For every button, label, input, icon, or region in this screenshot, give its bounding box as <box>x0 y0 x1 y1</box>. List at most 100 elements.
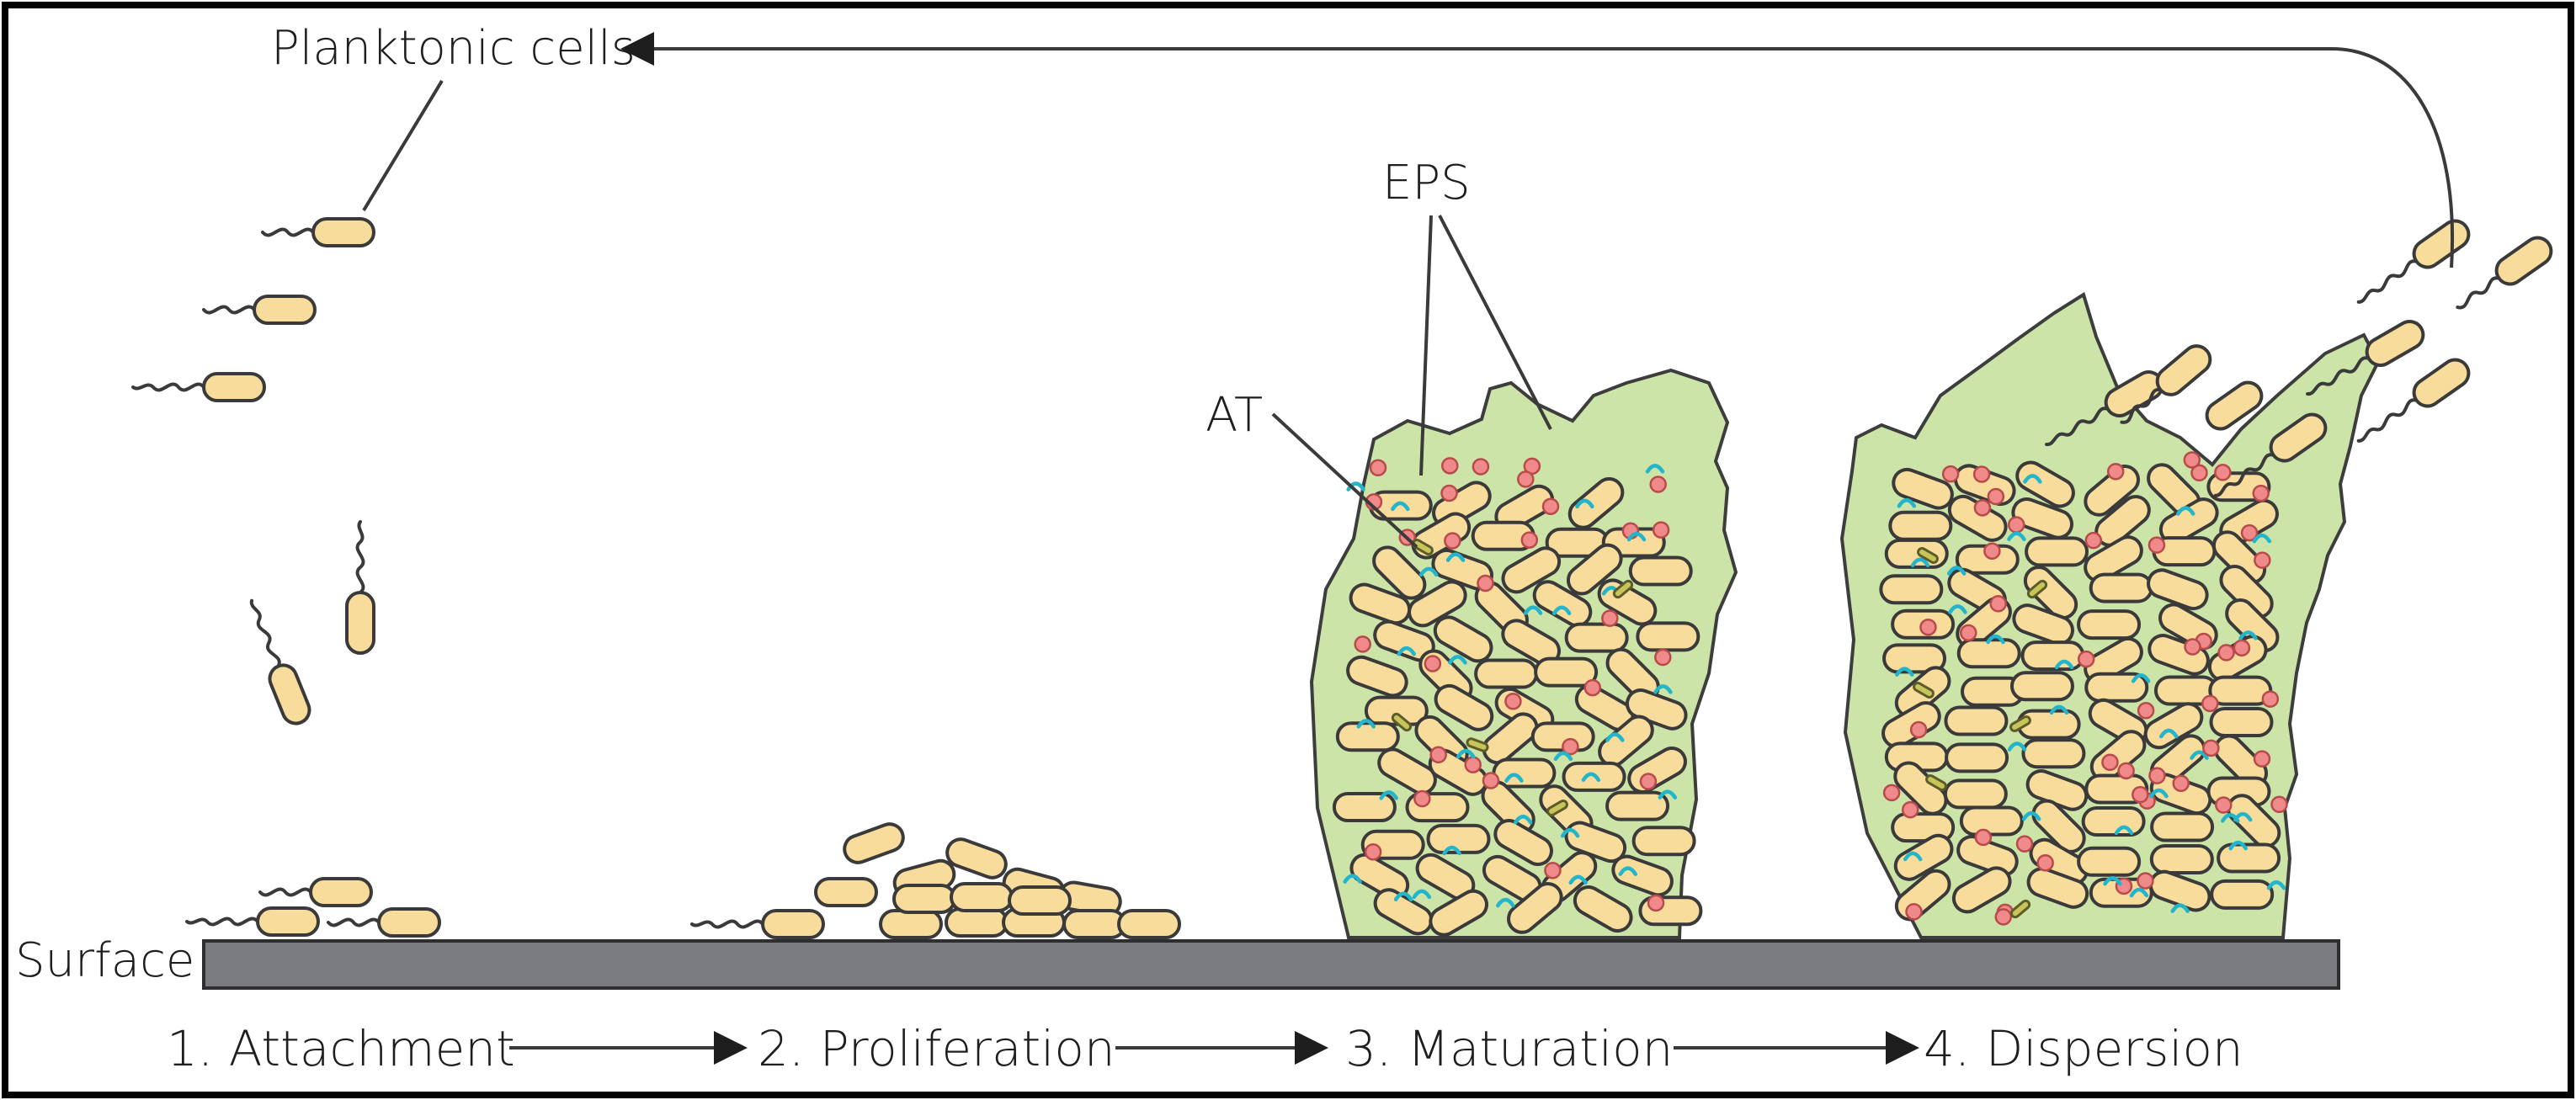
at-label: AT <box>1206 388 1263 443</box>
cell-body <box>1882 643 1947 674</box>
matrix-cell <box>1567 476 1625 529</box>
matrix-cell <box>1956 835 2019 877</box>
eps-marker <box>1346 481 1365 492</box>
antimicrobial-dot <box>1941 465 1960 483</box>
antimicrobial-dot <box>2214 464 2232 481</box>
cell-body <box>2077 609 2142 640</box>
attached-cell <box>327 907 441 938</box>
cell-body <box>2365 320 2425 367</box>
cell-body <box>1062 909 1126 939</box>
antimicrobial-dot <box>1477 574 1494 593</box>
antimicrobial-dot <box>1413 789 1431 808</box>
antimicrobial-dot <box>2036 853 2054 872</box>
proliferating-cell <box>950 882 1014 912</box>
flagellum <box>690 919 764 929</box>
matrix-cell <box>2081 806 2146 837</box>
cell-body <box>1892 467 1954 510</box>
cell-body <box>1573 885 1633 933</box>
matrix-cell <box>1564 622 1629 653</box>
antimicrobial-dot <box>1649 476 1667 493</box>
matrix-cell <box>2210 879 2275 910</box>
antimicrobial-dot <box>2253 750 2271 768</box>
attachment-tether <box>1612 579 1634 599</box>
antimicrobial-dot <box>1972 465 1991 483</box>
cell-body <box>892 884 956 914</box>
cell-body <box>2089 572 2153 603</box>
antimicrobial-dot <box>1429 746 1447 764</box>
eps-marker <box>1946 566 1967 576</box>
cell-body <box>1636 621 1700 652</box>
matrix-cell <box>2031 799 2086 853</box>
cell-body <box>1534 656 1599 688</box>
eps-marker <box>1496 897 1515 908</box>
cell-body <box>1493 819 1553 867</box>
cell-body <box>2210 879 2275 910</box>
attachment-tether <box>1913 682 1935 699</box>
antimicrobial-dot <box>1424 655 1442 672</box>
proliferating-cell <box>843 822 905 864</box>
antimicrobial-dot <box>2270 795 2288 813</box>
matrix-cell <box>1892 467 1954 510</box>
cell-body <box>2148 634 2210 676</box>
planktonic-leader-line <box>362 79 444 212</box>
flagellum <box>2306 356 2371 396</box>
eps-marker <box>1897 498 1917 508</box>
cell-body <box>202 372 266 402</box>
attachment-tether <box>1917 547 1939 564</box>
eps-marker <box>1903 851 1923 862</box>
eps-marker <box>1448 655 1467 665</box>
cell-body <box>256 906 320 937</box>
antimicrobial-dot <box>1601 609 1619 627</box>
eps-marker <box>1895 667 1914 677</box>
antimicrobial-dot <box>1919 619 1937 636</box>
flagellum <box>2456 276 2501 310</box>
antimicrobial-dot <box>2077 650 2095 668</box>
dispersing-cell <box>2356 219 2471 304</box>
eps-marker <box>1356 719 1376 729</box>
antimicrobial-dot <box>1901 800 1919 819</box>
antimicrobial-dot <box>1583 678 1602 697</box>
cell-body <box>1332 792 1397 823</box>
eps-marker <box>1626 531 1647 542</box>
cell-body <box>814 877 878 907</box>
matrix-cell <box>1493 819 1553 867</box>
antimicrobial-dot <box>1960 624 1977 642</box>
matrix-cell <box>1943 779 2008 810</box>
matrix-cell <box>1636 621 1700 652</box>
cell-body <box>2084 535 2143 583</box>
eps-marker <box>2007 741 2027 752</box>
eps-marker <box>2023 474 2042 484</box>
matrix-cell <box>2084 465 2140 517</box>
eps-marker <box>2159 728 2179 739</box>
eps-marker <box>2007 531 2026 541</box>
antimicrobial-dot <box>1364 842 1382 861</box>
eps-marker <box>1523 605 1543 615</box>
cell-body <box>1008 885 1072 916</box>
matrix-cell <box>1332 792 1397 823</box>
eps-marker <box>1412 889 1432 900</box>
cell-body <box>2025 536 2089 567</box>
matrix-cell <box>1534 656 1599 688</box>
proliferating-cell <box>1008 885 1072 916</box>
at-leader-line <box>1271 412 1418 549</box>
matrix-cell <box>2150 811 2215 842</box>
eps-marker <box>1618 866 1638 876</box>
antimicrobial-dot <box>1983 542 2001 561</box>
matrix-cell <box>1888 510 1953 541</box>
matrix-cell <box>2077 846 2142 877</box>
eps-marker <box>1553 751 1573 762</box>
flagellum <box>355 520 365 594</box>
cell-body <box>1434 683 1494 731</box>
attachment-tether <box>1412 539 1434 555</box>
eps-marker <box>2175 506 2195 516</box>
antimicrobial-dot <box>1369 459 1387 476</box>
cell-body <box>2012 603 2074 646</box>
matrix-cell <box>2084 636 2143 684</box>
eps-marker <box>1343 874 1362 884</box>
antimicrobial-dot <box>2252 484 2270 502</box>
cell-body <box>1956 638 2021 669</box>
cell-body <box>1346 655 1408 698</box>
matrix-cell <box>2015 460 2075 508</box>
cell-body <box>309 877 373 907</box>
